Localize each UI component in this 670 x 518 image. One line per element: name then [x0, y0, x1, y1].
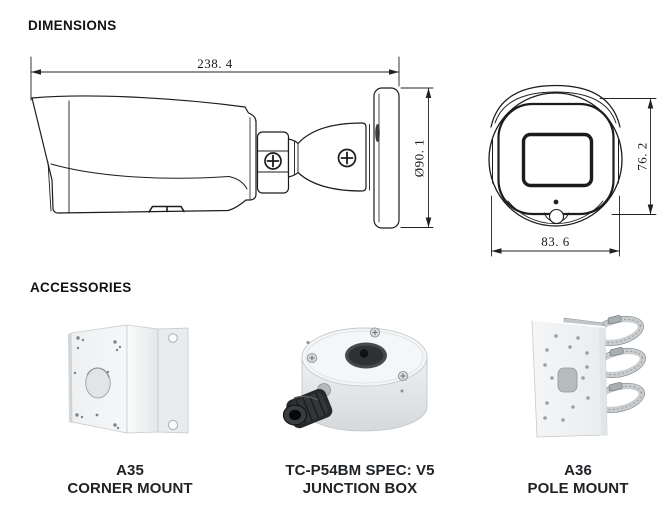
front-height-dimension-label: 76. 2 — [635, 142, 650, 171]
phillips-screw-icon — [337, 148, 357, 168]
corner-mount-photo — [68, 324, 189, 434]
accessory-item-junction-box: TC-P54BM SPEC: V5 JUNCTION BOX — [258, 462, 462, 498]
dimensions-heading: DIMENSIONS — [28, 18, 117, 33]
cable-entry-hole — [359, 349, 369, 358]
accessory-model: TC-P54BM SPEC: V5 — [285, 462, 435, 479]
base-diameter-dimension-label: Ø90. 1 — [412, 139, 427, 177]
accessory-name: JUNCTION BOX — [302, 480, 418, 497]
front-width-dimension-label: 83. 6 — [541, 234, 570, 249]
phillips-screw-icon — [264, 152, 282, 170]
camera-front-view-drawing — [488, 84, 623, 227]
screw-holes — [73, 336, 122, 430]
accessory-item-corner-mount: A35 CORNER MOUNT — [40, 462, 220, 498]
accessory-model: A35 — [116, 462, 144, 479]
lens-window — [521, 132, 594, 188]
led-dot — [553, 199, 559, 205]
pole-mount-photo — [531, 315, 646, 438]
accessories-heading: ACCESSORIES — [30, 280, 132, 295]
mounting-holes — [543, 334, 590, 422]
cable-gland — [282, 383, 333, 429]
center-hole — [557, 367, 578, 393]
accessory-item-pole-mount: A36 POLE MOUNT — [478, 462, 670, 498]
camera-side-view-drawing — [31, 87, 400, 229]
accessory-name: CORNER MOUNT — [67, 480, 193, 497]
dimension-drawing: 238. 4 Ø90. 1 76. 2 83. 6 — [30, 56, 657, 257]
screw-heads — [306, 327, 409, 382]
accessory-model: A36 — [564, 462, 592, 479]
length-dimension-label: 238. 4 — [197, 56, 233, 71]
junction-box-photo — [282, 327, 428, 432]
dimension-lines — [30, 56, 657, 257]
accessory-name: POLE MOUNT — [527, 480, 629, 497]
